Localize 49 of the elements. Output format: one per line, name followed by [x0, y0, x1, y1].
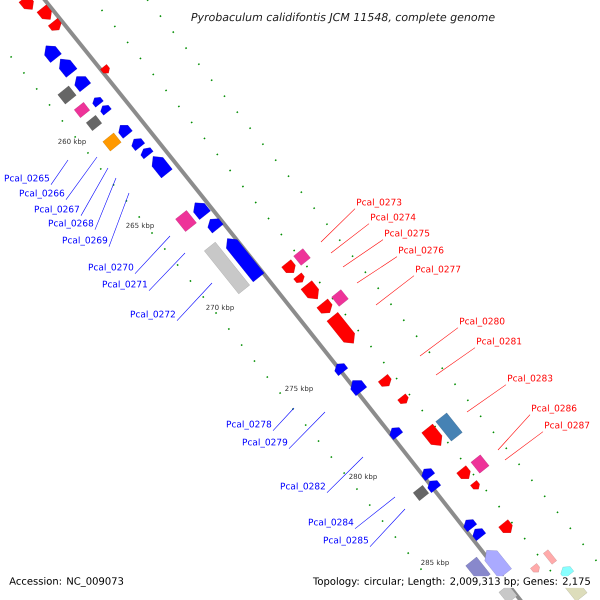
gene-label: Pcal_0277 [416, 266, 460, 274]
leader-line [498, 414, 530, 450]
leader-line [326, 456, 364, 493]
gene-label: Pcal_0271 [102, 280, 147, 290]
leader-line [436, 347, 476, 376]
gene-label: Pcal_0281 [477, 338, 522, 346]
gene-label: Pcal_0283 [508, 374, 552, 384]
gene-label: Pcal_0280 [460, 318, 504, 326]
gene-label: Pcal_0269 [62, 236, 108, 246]
leader-line [50, 160, 68, 185]
leader-line [330, 223, 370, 254]
gene-label: Pcal_0268 [48, 220, 94, 228]
gene-label: Pcal_0275 [385, 230, 430, 238]
leader-line [376, 275, 414, 306]
gene-label: Pcal_0282 [280, 482, 325, 492]
gene-label: Pcal_0270 [88, 264, 134, 272]
leader-line [94, 178, 116, 230]
gene-label: Pcal_0265 [4, 174, 50, 184]
gene-label: Pcal_0287 [545, 422, 590, 430]
gene-label: Pcal_0273 [357, 198, 402, 208]
leader-line [354, 496, 396, 529]
leader-line [466, 384, 506, 412]
gene-label: Pcal_0285 [324, 536, 368, 546]
gene-label: Pcal_0279 [242, 438, 288, 448]
gene-label: Pcal_0266 [20, 190, 64, 198]
leader-line [370, 508, 406, 547]
gene-label: Pcal_0286 [532, 404, 576, 414]
leader-line [288, 412, 326, 449]
gene-label: Pcal_0278 [226, 420, 272, 430]
leader-line [356, 256, 398, 284]
footer-text: Accession: NC_009073 [9, 577, 124, 587]
leader-line [66, 156, 98, 200]
leader-line [134, 236, 170, 274]
title: Pyrobaculum calidifontis JCM 11548, complete genome [191, 12, 495, 24]
gene-label: Pcal_0276 [399, 246, 444, 256]
gene-label: Pcal_0284 [308, 518, 354, 528]
leader-line [80, 168, 108, 216]
leader-line [272, 408, 294, 431]
leader-line [320, 208, 356, 242]
footer-text: Topology: circular; Length: 2,009,313 bp; Genes: 2,175 [312, 576, 592, 588]
leader-line [108, 192, 130, 247]
leader-line [420, 327, 458, 356]
leader-line [176, 282, 212, 321]
gene-label: Pcal_0267 [34, 206, 80, 214]
gene-label: Pcal_0272 [130, 310, 175, 320]
gene-label: Pcal_0274 [371, 214, 416, 222]
leader-line [504, 431, 544, 460]
leader-line [148, 252, 186, 291]
leader-line [342, 239, 384, 268]
